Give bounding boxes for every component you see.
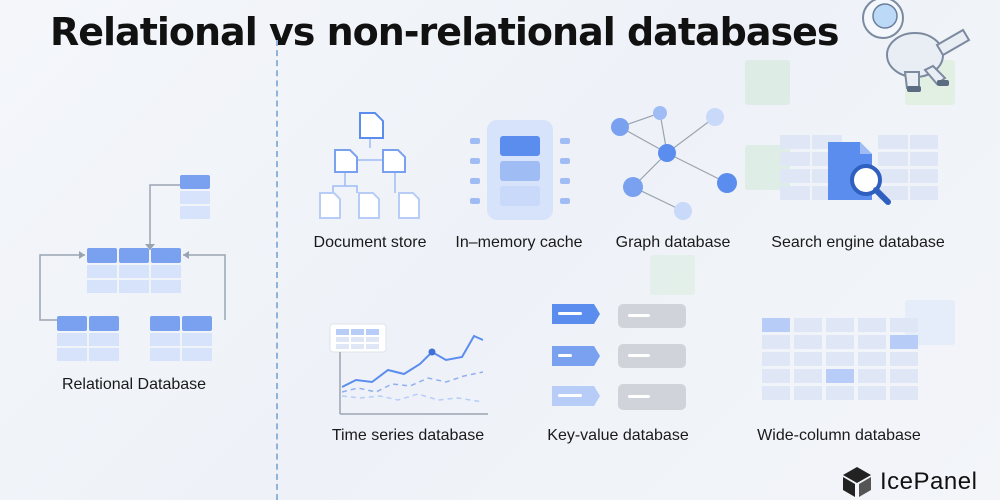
brand-name: IcePanel — [880, 468, 978, 495]
graph-database-icon — [611, 106, 737, 220]
time-series-database-icon — [329, 323, 488, 415]
section-divider — [276, 40, 278, 500]
search-engine-database-icon — [780, 135, 938, 205]
page-title: Relational vs non-relational databases — [50, 10, 839, 54]
document-store-icon — [319, 112, 420, 219]
in-memory-cache-icon — [470, 120, 570, 220]
relational-database-diagram — [39, 175, 226, 361]
background-decoration — [650, 255, 695, 295]
time-series-database-label: Time series database — [331, 427, 485, 444]
document-store-label: Document store — [313, 234, 427, 251]
search-engine-database-label: Search engine database — [771, 234, 945, 251]
icepanel-brand: IcePanel — [842, 466, 977, 498]
in-memory-cache-label: In–memory cache — [455, 234, 583, 251]
astronaut-mascot-icon — [862, 0, 971, 92]
graph-database-label: Graph database — [615, 234, 731, 251]
icepanel-logo-icon — [843, 467, 871, 497]
background-decoration — [745, 60, 790, 105]
wide-column-database-icon — [762, 318, 918, 400]
key-value-database-label: Key-value database — [547, 427, 689, 444]
wide-column-database-label: Wide-column database — [757, 427, 921, 444]
relational-database-label: Relational Database — [61, 376, 207, 393]
key-value-database-icon — [552, 304, 686, 410]
